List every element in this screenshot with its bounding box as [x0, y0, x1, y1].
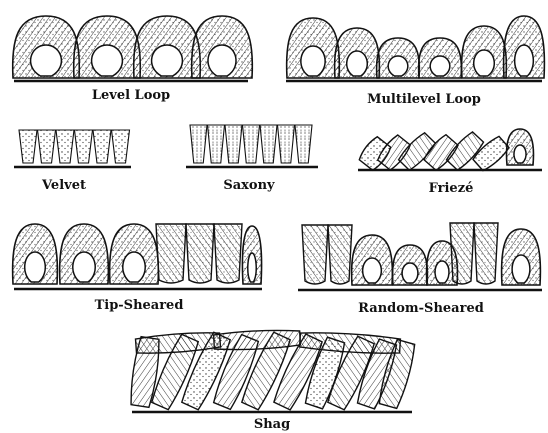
tip-sheared-loop [110, 224, 159, 284]
saxony-swatch: Saxony [186, 125, 318, 193]
multilevel-loop-tuft [462, 26, 507, 78]
random-sheared-cut-tuft [302, 225, 328, 284]
level-loop-label: Level Loop [92, 88, 170, 103]
multilevel-loop-label: Multilevel Loop [367, 92, 481, 107]
frieze-label: Friezé [429, 181, 474, 196]
velvet-tuft [19, 130, 37, 163]
multilevel-loop-tuft [504, 16, 545, 78]
velvet-tuft [56, 130, 74, 163]
multilevel-loop-tuft [377, 38, 420, 78]
velvet-tufts [19, 130, 130, 163]
saxony-tuft [243, 125, 260, 163]
shag-swatch: Shag [131, 330, 415, 432]
tip-sheared-cut-tuft [186, 224, 214, 283]
velvet-label: Velvet [41, 178, 86, 193]
shag-strand [214, 330, 301, 349]
velvet-tuft [38, 130, 56, 163]
saxony-tuft [190, 125, 207, 163]
multilevel-loop-tuft [335, 28, 380, 78]
multilevel-loop-tuft [287, 18, 340, 78]
level-loop-tuft [74, 16, 141, 78]
saxony-tuft [225, 125, 242, 163]
velvet-swatch: Velvet [14, 130, 131, 193]
random-sheared-cut-tuft [474, 223, 498, 284]
multilevel-loop-tuft [419, 38, 462, 78]
tip-sheared-tufts [13, 224, 262, 284]
random-sheared-loop [502, 229, 541, 285]
velvet-tuft [112, 130, 130, 163]
tip-sheared-swatch: Tip-Sheared [13, 224, 262, 313]
saxony-label: Saxony [223, 178, 275, 193]
random-sheared-loop [352, 235, 393, 285]
random-sheared-loop [393, 245, 428, 285]
saxony-tuft [260, 125, 277, 163]
level-loop-tuft [134, 16, 201, 78]
tip-sheared-loop [13, 224, 58, 284]
frieze-loop [507, 129, 534, 165]
tip-sheared-label: Tip-Sheared [95, 298, 184, 313]
tip-sheared-cut-tuft [156, 224, 186, 283]
random-sheared-tufts [302, 223, 540, 285]
level-loop-tuft [192, 16, 253, 78]
tip-sheared-loop [60, 224, 109, 284]
saxony-tuft [278, 125, 295, 163]
tip-sheared-loop [242, 226, 261, 284]
saxony-tufts [190, 125, 312, 163]
random-sheared-cut-tuft [328, 225, 352, 284]
velvet-tuft [93, 130, 111, 163]
multilevel-loop-swatch: Multilevel Loop [286, 16, 544, 107]
saxony-tuft [208, 125, 225, 163]
frieze-tufts [359, 129, 533, 171]
tip-sheared-cut-tuft [214, 224, 242, 283]
level-loop-tuft [13, 16, 80, 78]
frieze-swatch: Friezé [358, 129, 542, 196]
random-sheared-label: Random-Sheared [358, 301, 484, 316]
velvet-tuft [75, 130, 93, 163]
level-loop-tufts [13, 16, 253, 78]
multilevel-loop-tufts [287, 16, 545, 78]
random-sheared-swatch: Random-Sheared [298, 223, 542, 316]
saxony-tuft [295, 125, 312, 163]
shag-tufts [131, 330, 415, 409]
random-sheared-cut-tuft [450, 223, 474, 284]
shag-label: Shag [254, 417, 290, 432]
level-loop-swatch: Level Loop [13, 16, 253, 103]
